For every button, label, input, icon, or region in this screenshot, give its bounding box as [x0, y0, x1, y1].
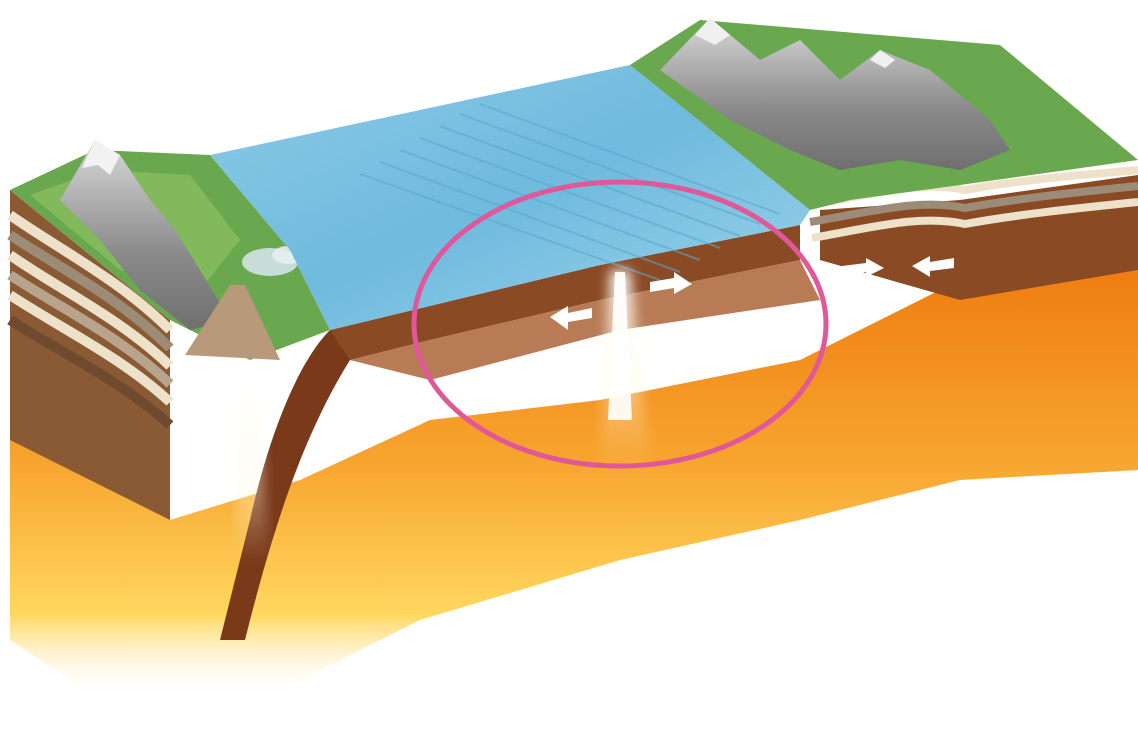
subduction-arrow	[346, 398, 380, 432]
magma-up-arrow	[214, 446, 234, 484]
